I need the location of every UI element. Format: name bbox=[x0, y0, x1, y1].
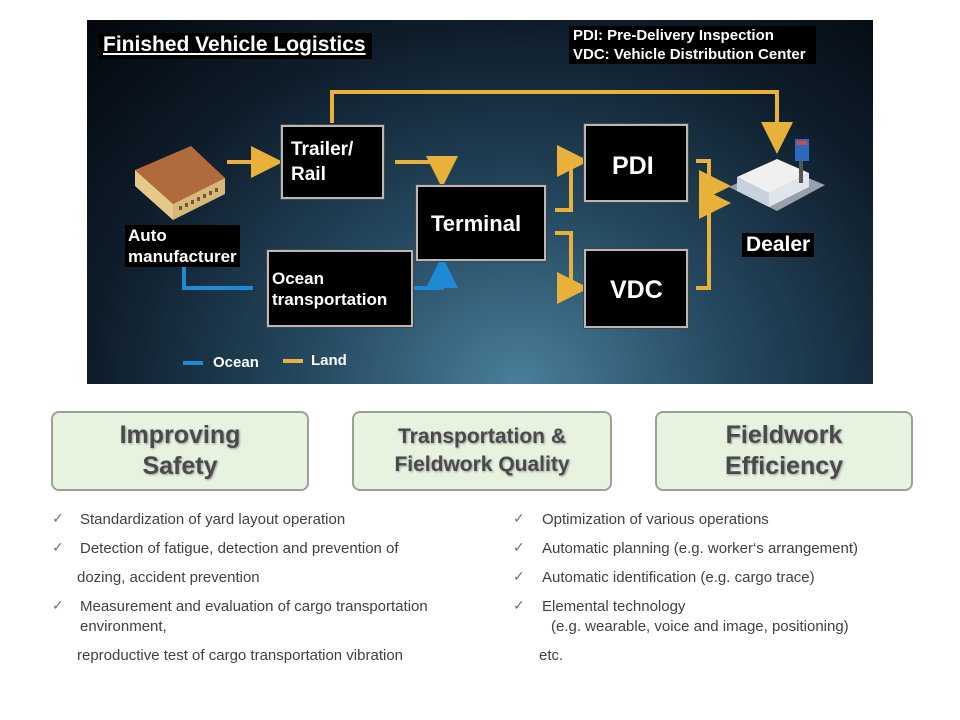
list-item-continuation: (e.g. wearable, voice and image, positio… bbox=[551, 618, 849, 635]
checkmark-icon: ✓ bbox=[52, 510, 64, 526]
checkmark-icon: ✓ bbox=[513, 568, 525, 584]
checkmark-icon: ✓ bbox=[513, 597, 525, 613]
ocean-transportation-node: Ocean transportation bbox=[267, 250, 413, 327]
arrow-terminal-to-pdi bbox=[555, 145, 589, 212]
list-item-continuation: reproductive test of cargo transportatio… bbox=[77, 647, 404, 664]
logistics-diagram: Finished Vehicle Logistics PDI: Pre-Deli… bbox=[87, 20, 873, 384]
factory-building-icon bbox=[135, 146, 225, 220]
arrow-vdc-to-dealer bbox=[696, 187, 731, 290]
arrow-ocean-to-terminal bbox=[413, 256, 458, 290]
list-item: Standardization of yard layout operation bbox=[80, 511, 346, 528]
auto-manufacturer-label: Auto manufacturer bbox=[125, 225, 240, 267]
checkmark-icon: ✓ bbox=[513, 539, 525, 555]
list-item: Measurement and evaluation of cargo tran… bbox=[80, 598, 428, 615]
checkmark-icon: ✓ bbox=[52, 539, 64, 555]
ocean-legend-label: Ocean bbox=[213, 354, 259, 371]
list-item: Elemental technology bbox=[542, 598, 686, 615]
list-item: Automatic identification (e.g. cargo tra… bbox=[542, 569, 815, 586]
list-item-continuation: etc. bbox=[539, 647, 564, 664]
list-item: Detection of fatigue, detection and prev… bbox=[80, 540, 399, 557]
diagram-title: Finished Vehicle Logistics bbox=[99, 33, 372, 59]
checkmark-icon: ✓ bbox=[52, 597, 64, 613]
list-item: Optimization of various operations bbox=[542, 511, 769, 528]
category-fieldwork-efficiency: Fieldwork Efficiency bbox=[655, 411, 913, 491]
terminal-node: Terminal bbox=[416, 185, 546, 261]
category-improving-safety: Improving Safety bbox=[51, 411, 309, 491]
arrow-trailer-to-dealer bbox=[330, 90, 793, 154]
list-item: Automatic planning (e.g. worker‘s arrang… bbox=[542, 540, 858, 557]
arrow-trailer-to-terminal bbox=[395, 156, 458, 188]
flow-arrows bbox=[182, 90, 793, 304]
checkmark-icon: ✓ bbox=[513, 510, 525, 526]
pdi-definition: PDI: Pre-Delivery Inspection bbox=[573, 27, 774, 44]
arrow-terminal-to-vdc bbox=[555, 231, 589, 304]
arrow-pdi-to-dealer bbox=[696, 159, 731, 202]
vdc-node: VDC bbox=[584, 249, 688, 328]
category-transportation-quality: Transportation & Fieldwork Quality bbox=[352, 411, 612, 491]
list-item-continuation: dozing, accident prevention bbox=[77, 569, 260, 586]
land-legend-line bbox=[283, 359, 303, 363]
trailer-rail-node: Trailer/ Rail bbox=[281, 125, 384, 199]
vdc-definition: VDC: Vehicle Distribution Center bbox=[573, 46, 806, 63]
list-item-continuation: environment, bbox=[80, 618, 167, 635]
arrow-auto-to-ocean bbox=[182, 265, 253, 290]
abbreviation-notes: PDI: Pre-Delivery Inspection VDC: Vehicl… bbox=[569, 26, 816, 64]
land-legend-label: Land bbox=[311, 352, 347, 369]
pdi-node: PDI bbox=[584, 124, 688, 202]
dealer-store-icon bbox=[729, 139, 825, 211]
ocean-legend-line bbox=[183, 361, 203, 365]
dealer-label: Dealer bbox=[742, 233, 815, 257]
